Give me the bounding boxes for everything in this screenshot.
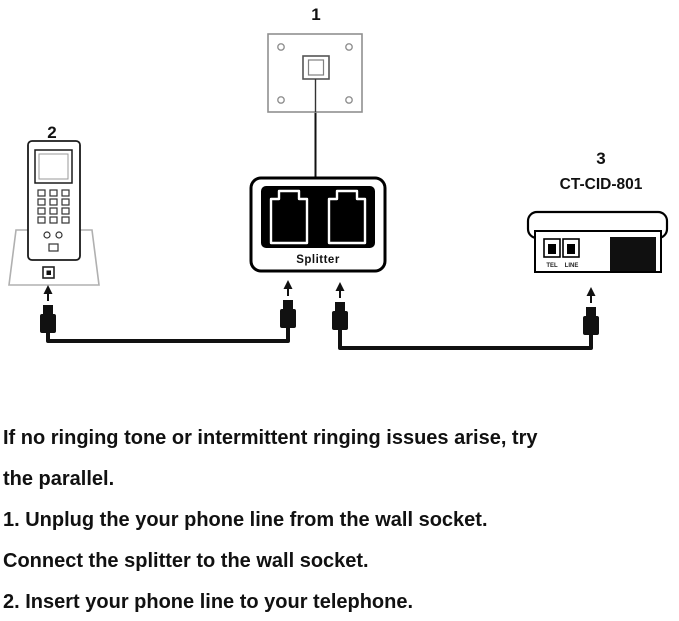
phone-base-jack-pin [46, 270, 51, 275]
splitter-label: Splitter [296, 254, 340, 266]
cable-splitter-to-phone [46, 326, 290, 343]
splitter-port-left [269, 189, 309, 245]
instruction-line-1: If no ringing tone or intermittent ringi… [3, 427, 538, 449]
up-arrow-icon [283, 280, 293, 289]
line-port-label: LINE [565, 263, 579, 269]
plug-splitter-right [332, 282, 348, 330]
phone-button-square [48, 243, 59, 252]
phone-screen-inner [38, 153, 69, 180]
wall-socket-number: 1 [311, 5, 320, 24]
tel-port-inner [548, 244, 556, 254]
caller-id-model: CT-CID-801 [560, 176, 643, 193]
phone-keypad [37, 189, 70, 224]
splitter-port-right [327, 189, 367, 245]
connection-diagram: 1 2 [8, 5, 669, 350]
plug-splitter-left [280, 280, 296, 328]
wall-socket [267, 33, 363, 113]
instruction-line-4: Connect the splitter to the wall socket. [3, 550, 369, 572]
phone-button-round [55, 231, 63, 239]
instructions: If no ringing tone or intermittent ringi… [3, 418, 677, 621]
plug-caller-id [583, 287, 599, 335]
up-arrow-icon [335, 282, 345, 291]
instruction-line-2: the parallel. [3, 468, 115, 490]
instruction-line-3: 1. Unplug the your phone line from the w… [3, 509, 488, 531]
splitter: Splitter [249, 176, 387, 273]
screw-icon [277, 43, 285, 51]
telephone [8, 140, 100, 286]
socket-jack-inner [307, 59, 325, 76]
line-port-inner [567, 244, 575, 254]
telephone-number: 2 [47, 123, 56, 142]
screw-icon [277, 96, 285, 104]
caller-id-box: TEL LINE [526, 210, 669, 273]
cable-splitter-to-callerid [338, 328, 593, 350]
plug-telephone [40, 285, 56, 333]
caller-id-number: 3 [596, 149, 605, 168]
up-arrow-icon [586, 287, 596, 296]
tel-port-label: TEL [546, 263, 558, 269]
up-arrow-icon [43, 285, 53, 294]
caller-id-display [610, 237, 656, 271]
screw-icon [345, 43, 353, 51]
screw-icon [345, 96, 353, 104]
phone-button-round [43, 231, 51, 239]
instruction-line-5: 2. Insert your phone line to your teleph… [3, 591, 414, 613]
phone-screen [34, 149, 73, 184]
